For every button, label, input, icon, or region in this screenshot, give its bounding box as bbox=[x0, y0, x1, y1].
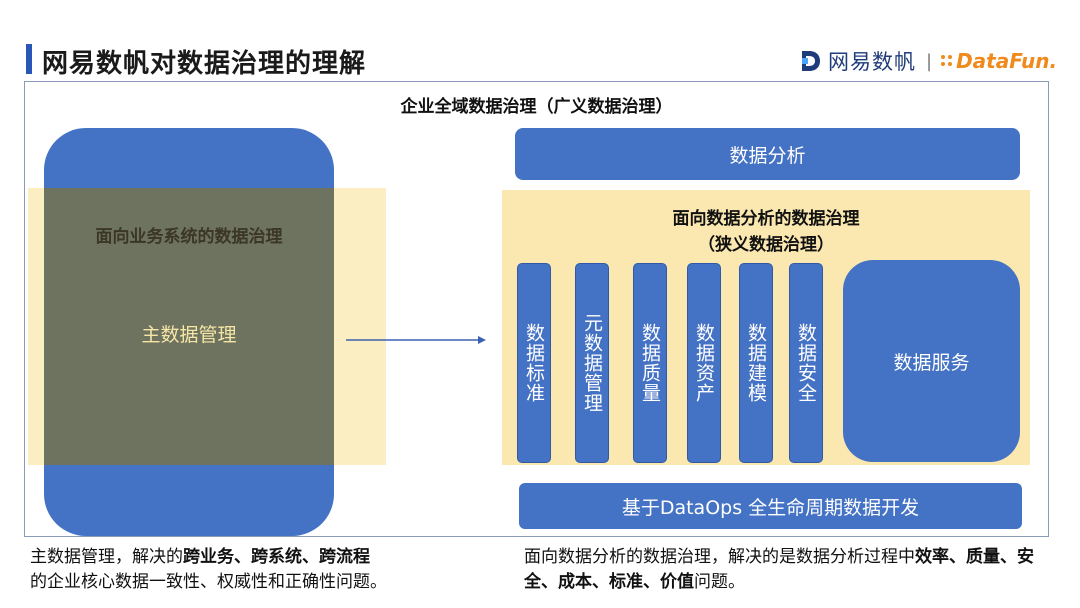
logo-text-datafun: DataFun. bbox=[956, 49, 1058, 73]
analytics-governance-subtitle: （狭义数据治理） bbox=[698, 235, 834, 255]
module-data-quality: 数据质量 bbox=[633, 263, 667, 463]
logo-separator: | bbox=[926, 50, 933, 72]
note-right-text-2: 问题。 bbox=[694, 572, 745, 592]
dataops-box: 基于DataOps 全生命周期数据开发 bbox=[519, 483, 1022, 529]
note-left-text-2: 的企业核心数据一致性、权威性和正确性问题。 bbox=[30, 572, 387, 592]
frame-title: 企业全域数据治理（广义数据治理） bbox=[400, 97, 673, 117]
note-left: 主数据管理，解决的跨业务、跨系统、跨流程 的企业核心数据一致性、权威性和正确性问… bbox=[30, 545, 490, 595]
note-left-text-1: 主数据管理，解决的 bbox=[30, 547, 183, 567]
netease-shufan-logo-icon bbox=[802, 51, 820, 71]
business-governance-overlap bbox=[44, 188, 334, 465]
page-title: 网易数帆对数据治理的理解 bbox=[42, 49, 367, 79]
note-right-emphasis: 效率、质量、安全、成本、标准、价值 bbox=[524, 547, 1034, 592]
analytics-governance-title: 面向数据分析的数据治理 bbox=[672, 209, 860, 229]
diagram-frame bbox=[24, 81, 1049, 537]
business-governance-heading: 面向业务系统的数据治理 bbox=[95, 227, 283, 247]
module-metadata-management: 元数据管理 bbox=[575, 263, 609, 463]
note-right-text-1: 面向数据分析的数据治理，解决的是数据分析过程中 bbox=[524, 547, 915, 567]
module-data-security: 数据安全 bbox=[789, 263, 823, 463]
logo-text-netease: 网易数帆 bbox=[828, 50, 916, 74]
module-data-modeling: 数据建模 bbox=[739, 263, 773, 463]
data-analysis-box: 数据分析 bbox=[515, 128, 1020, 180]
module-data-standard: 数据标准 bbox=[517, 263, 551, 463]
data-service-box: 数据服务 bbox=[843, 260, 1020, 462]
note-right: 面向数据分析的数据治理，解决的是数据分析过程中效率、质量、安全、成本、标准、价值… bbox=[524, 545, 1054, 595]
module-data-assets: 数据资产 bbox=[687, 263, 721, 463]
logo-group: 网易数帆 | DataFun. bbox=[800, 46, 1057, 76]
title-accent-bar bbox=[26, 44, 32, 74]
master-data-label: 主数据管理 bbox=[141, 324, 237, 346]
datafun-dots-icon bbox=[941, 55, 953, 66]
connector-arrow-icon bbox=[346, 336, 486, 344]
note-left-emphasis: 跨业务、跨系统、跨流程 bbox=[183, 547, 370, 567]
